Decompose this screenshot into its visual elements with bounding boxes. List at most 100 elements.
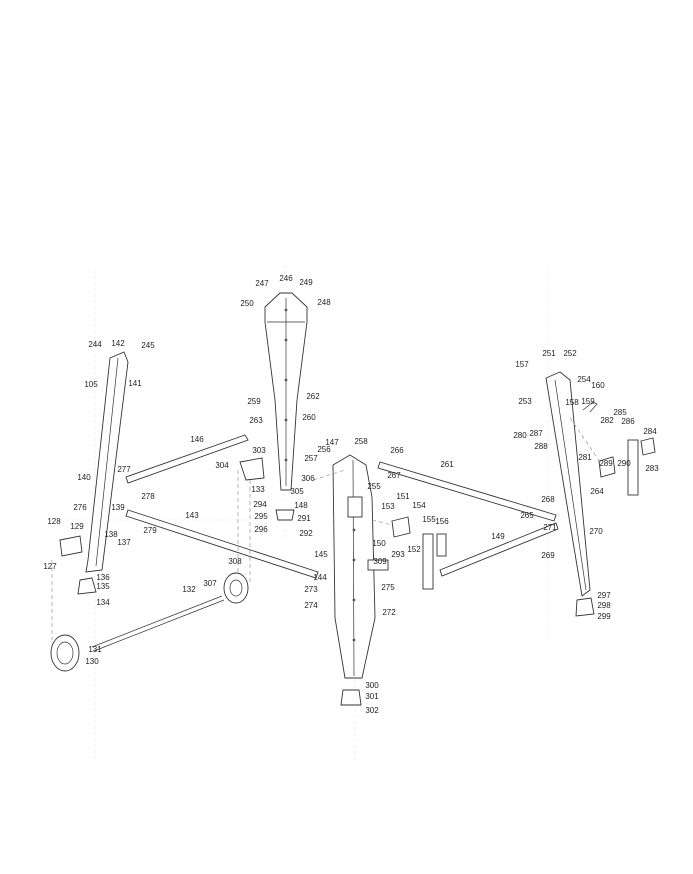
part-callout-278: 278 <box>141 492 155 501</box>
part-callout-300: 300 <box>365 681 379 690</box>
part-callout-151: 151 <box>396 492 410 501</box>
part-callout-158: 158 <box>565 398 579 407</box>
part-callout-246: 246 <box>279 274 293 283</box>
part-callout-132: 132 <box>182 585 196 594</box>
part-callout-154: 154 <box>412 501 426 510</box>
part-callout-303: 303 <box>252 446 266 455</box>
part-callout-280: 280 <box>513 431 527 440</box>
callout-labels: 246 247 249 250 248 244 142 245 105 141 262 259 263 2… <box>43 274 659 715</box>
part-callout-127: 127 <box>43 562 57 571</box>
part-callout-152: 152 <box>407 545 421 554</box>
part-callout-277: 277 <box>117 465 131 474</box>
part-callout-245: 245 <box>141 341 155 350</box>
small-parts <box>59 401 656 590</box>
part-callout-273: 273 <box>304 585 318 594</box>
part-callout-296: 296 <box>254 525 268 534</box>
part-callout-145: 145 <box>314 550 328 559</box>
part-callout-142: 142 <box>111 339 125 348</box>
part-callout-284: 284 <box>643 427 657 436</box>
part-callout-255: 255 <box>367 482 381 491</box>
part-callout-144: 144 <box>313 573 327 582</box>
part-callout-264: 264 <box>590 487 604 496</box>
part-callout-261: 261 <box>440 460 454 469</box>
part-callout-279: 279 <box>143 526 157 535</box>
part-callout-260: 260 <box>302 413 316 422</box>
part-callout-160: 160 <box>591 381 605 390</box>
part-callout-299: 299 <box>597 612 611 621</box>
part-callout-282: 282 <box>600 416 614 425</box>
part-callout-289: 289 <box>599 459 613 468</box>
part-callout-254: 254 <box>577 375 591 384</box>
part-callout-130: 130 <box>85 657 99 666</box>
axle-and-wheels <box>50 572 249 672</box>
part-callout-147: 147 <box>325 438 339 447</box>
part-callout-247: 247 <box>255 279 269 288</box>
part-callout-265: 265 <box>520 511 534 520</box>
part-callout-146: 146 <box>190 435 204 444</box>
part-callout-283: 283 <box>645 464 659 473</box>
part-callout-136: 136 <box>96 573 110 582</box>
part-callout-149: 149 <box>491 532 505 541</box>
part-callout-288: 288 <box>534 442 548 451</box>
part-callout-307: 307 <box>203 579 217 588</box>
part-callout-268: 268 <box>541 495 555 504</box>
left-leg <box>77 351 129 595</box>
part-callout-306: 306 <box>301 474 315 483</box>
part-callout-257: 257 <box>304 454 318 463</box>
part-callout-294: 294 <box>253 500 267 509</box>
part-callout-286: 286 <box>621 417 635 426</box>
part-callout-295: 295 <box>254 512 268 521</box>
part-callout-153: 153 <box>381 502 395 511</box>
part-callout-309: 309 <box>373 557 387 566</box>
part-callout-133: 133 <box>251 485 265 494</box>
part-callout-304: 304 <box>215 461 229 470</box>
part-callout-259: 259 <box>247 397 261 406</box>
part-callout-293: 293 <box>391 550 405 559</box>
part-callout-256: 256 <box>317 445 331 454</box>
part-callout-150: 150 <box>372 539 386 548</box>
part-callout-140: 140 <box>77 473 91 482</box>
front-center-leg <box>332 454 376 706</box>
part-callout-128: 128 <box>47 517 61 526</box>
part-callout-269: 269 <box>541 551 555 560</box>
part-callout-105: 105 <box>84 380 98 389</box>
part-callout-298: 298 <box>597 601 611 610</box>
part-callout-139: 139 <box>111 503 125 512</box>
part-callout-248: 248 <box>317 298 331 307</box>
part-callout-253: 253 <box>518 397 532 406</box>
part-callout-266: 266 <box>390 446 404 455</box>
part-callout-134: 134 <box>96 598 110 607</box>
part-callout-291: 291 <box>297 514 311 523</box>
part-callout-302: 302 <box>365 706 379 715</box>
part-callout-287: 287 <box>529 429 543 438</box>
part-callout-135: 135 <box>96 582 110 591</box>
part-callout-281: 281 <box>578 453 592 462</box>
part-callout-155: 155 <box>422 515 436 524</box>
assembly-lines <box>51 417 601 640</box>
part-callout-270: 270 <box>589 527 603 536</box>
part-callout-251: 251 <box>542 349 556 358</box>
part-callout-267: 267 <box>387 471 401 480</box>
part-callout-250: 250 <box>240 299 254 308</box>
part-callout-292: 292 <box>299 529 313 538</box>
part-callout-275: 275 <box>381 583 395 592</box>
back-center-leg <box>264 292 308 491</box>
part-callout-244: 244 <box>88 340 102 349</box>
part-callout-148: 148 <box>294 501 308 510</box>
part-callout-159: 159 <box>581 397 595 406</box>
part-callout-263: 263 <box>249 416 263 425</box>
part-callout-141: 141 <box>128 379 142 388</box>
part-callout-271: 271 <box>543 523 557 532</box>
part-callout-129: 129 <box>70 522 84 531</box>
part-callout-262: 262 <box>306 392 320 401</box>
part-callout-143: 143 <box>185 511 199 520</box>
part-callout-138: 138 <box>104 530 118 539</box>
part-callout-131: 131 <box>88 645 102 654</box>
right-leg <box>545 371 595 617</box>
part-callout-274: 274 <box>304 601 318 610</box>
part-callout-156: 156 <box>435 517 449 526</box>
part-callout-301: 301 <box>365 692 379 701</box>
part-callout-249: 249 <box>299 278 313 287</box>
part-callout-305: 305 <box>290 487 304 496</box>
